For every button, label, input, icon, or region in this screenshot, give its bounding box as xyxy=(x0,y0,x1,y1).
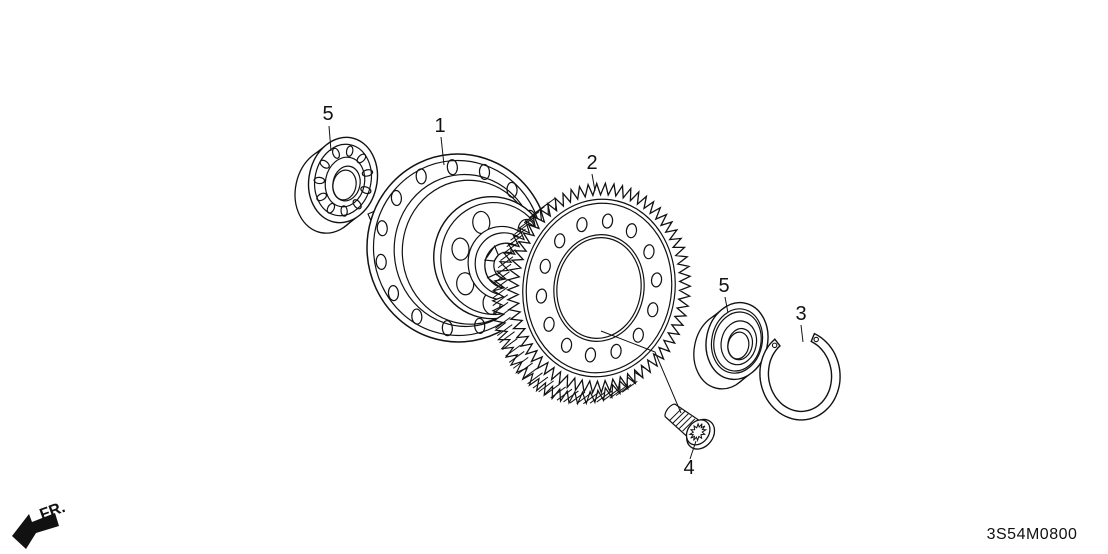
front-arrow-icon xyxy=(12,513,59,549)
part-bearing-right xyxy=(693,301,769,390)
leader-bearing-right xyxy=(724,296,729,314)
front-direction-marker: FR. xyxy=(12,499,68,549)
front-marker-label: FR. xyxy=(38,499,68,524)
leader-bearing-left xyxy=(328,125,332,152)
part-bolt xyxy=(664,403,716,450)
callout-3: 3 xyxy=(795,303,806,325)
leader-differential-case xyxy=(440,136,445,166)
part-ring-gear xyxy=(491,181,692,406)
callout-5-right: 5 xyxy=(718,275,729,297)
callout-4: 4 xyxy=(683,457,694,479)
callout-2: 2 xyxy=(586,152,597,174)
part-bearing-left xyxy=(294,136,379,234)
part-snap-ring xyxy=(759,332,841,421)
leader-snap-ring xyxy=(800,324,804,343)
diagram-code: 3S54M0800 xyxy=(987,526,1078,543)
callout-1: 1 xyxy=(434,115,445,137)
leader-ring-gear xyxy=(591,173,596,192)
leader-gear-to-bolt xyxy=(600,330,682,414)
leader-bolt xyxy=(689,440,697,460)
leader-lines xyxy=(328,125,804,460)
callout-5-left: 5 xyxy=(322,103,333,125)
